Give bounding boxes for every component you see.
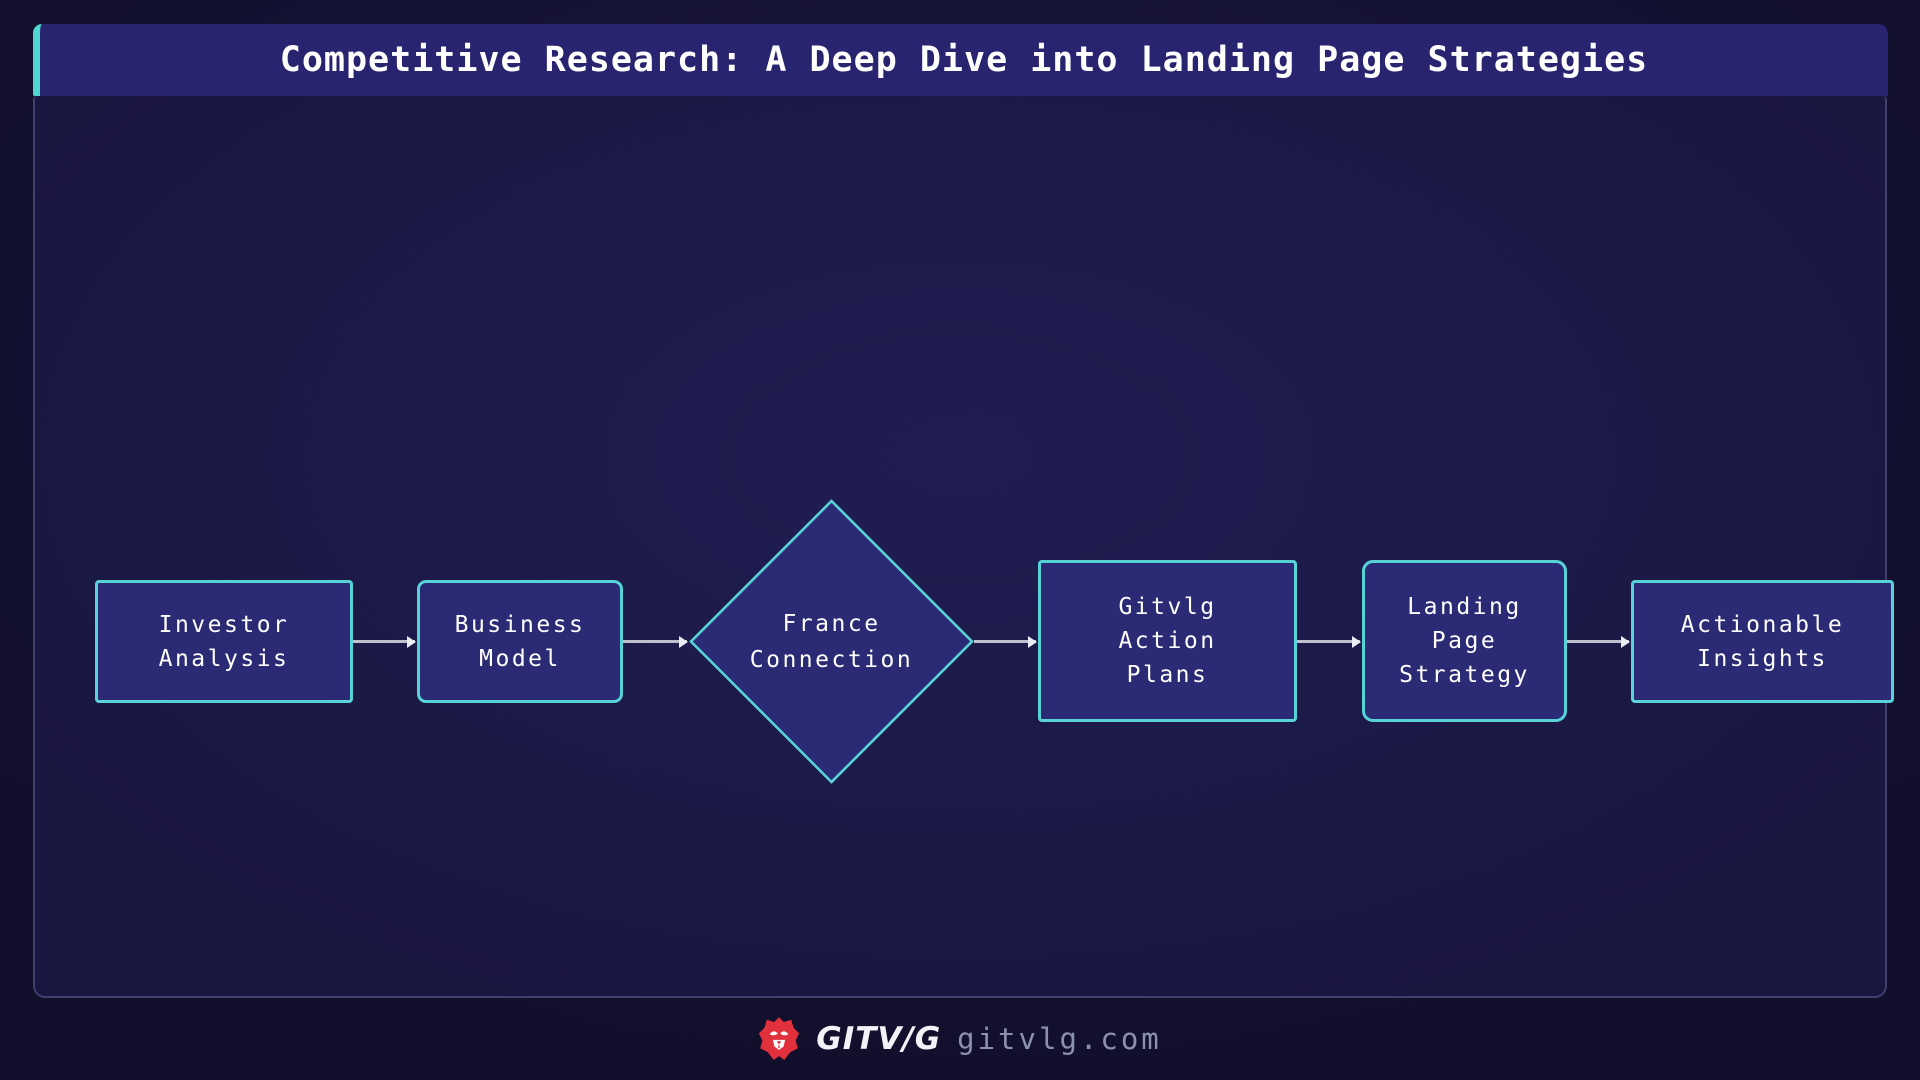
node-label-line: Plans (1126, 662, 1209, 688)
node-business-model: Business Model (417, 580, 623, 703)
node-landing-page-strategy: Landing Page Strategy (1362, 560, 1567, 722)
node-label-line: Connection (749, 646, 914, 673)
node-label-line: Gitvlg (1118, 594, 1217, 620)
node-label-line: France (782, 610, 881, 637)
node-gitvlg-action-plans: Gitvlg Action Plans (1038, 560, 1297, 722)
node-label-line: Model (479, 645, 561, 672)
page-title: Competitive Research: A Deep Dive into L… (279, 40, 1649, 80)
title-bar: Competitive Research: A Deep Dive into L… (33, 24, 1888, 96)
arrow-france-to-gitvlg (974, 640, 1036, 643)
arrow-landing-to-insights (1567, 640, 1629, 643)
flowchart-panel: Investor Analysis Business Model France … (33, 96, 1894, 998)
site-url: gitvlg.com (957, 1022, 1162, 1056)
arrow-business-to-france (623, 640, 687, 643)
node-actionable-insights: Actionable Insights (1631, 580, 1894, 703)
node-label: France Connection (689, 499, 974, 784)
arrow-gitvlg-to-landing (1297, 640, 1360, 643)
node-label-line: Landing (1407, 594, 1522, 620)
node-label-line: Strategy (1399, 662, 1530, 688)
node-label-line: Analysis (158, 645, 290, 672)
footer: GITV/G gitvlg.com (0, 998, 1920, 1080)
node-france-connection: France Connection (689, 499, 974, 784)
brand-name: GITV/G (816, 1021, 942, 1057)
node-investor-analysis: Investor Analysis (95, 580, 353, 703)
arrow-investor-to-business (353, 640, 415, 643)
node-label-line: Actionable (1680, 611, 1845, 638)
diamond-shape-icon (689, 499, 974, 784)
node-label-line: Action (1118, 628, 1217, 654)
node-label-line: Investor (158, 611, 290, 638)
lion-logo-icon (759, 1017, 800, 1060)
node-label-line: Page (1431, 628, 1498, 654)
node-label-line: Insights (1697, 645, 1828, 672)
node-label-line: Business (454, 611, 586, 638)
